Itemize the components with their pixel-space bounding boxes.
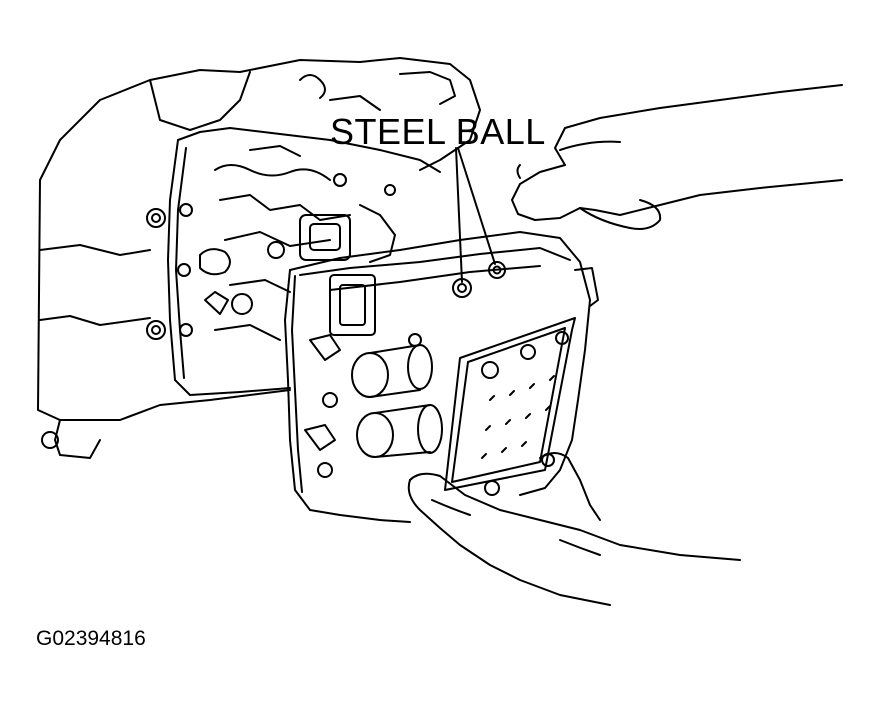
- valve-body: [284, 231, 599, 523]
- steel-ball-callout: STEEL BALL: [330, 111, 546, 152]
- upper-hand: [511, 84, 843, 230]
- lower-hand: [407, 452, 741, 606]
- figure-id: G02394816: [36, 627, 146, 650]
- callout-leaders: [455, 147, 496, 283]
- transmission-case: [37, 57, 481, 459]
